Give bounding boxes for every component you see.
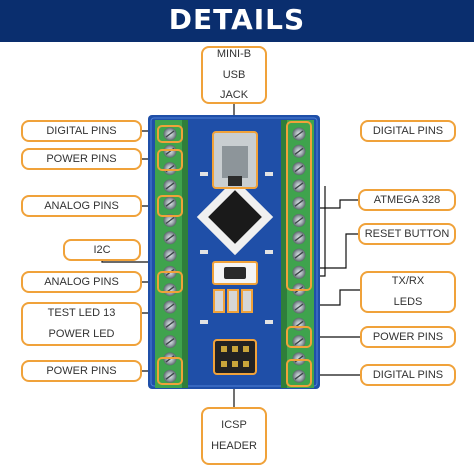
- left-terminal-block: [155, 120, 188, 388]
- right-terminal-block: [281, 120, 314, 388]
- label-digital-pins-left: DIGITAL PINS: [21, 120, 142, 142]
- usb-jack: [212, 131, 258, 189]
- label-reset-button: RESET BUTTON: [358, 223, 456, 245]
- icsp-header: [213, 339, 257, 375]
- reset-button: [212, 261, 258, 285]
- label-analog-pins-left-bottom: ANALOG PINS: [21, 271, 142, 293]
- label-power-pins-left-top: POWER PINS: [21, 148, 142, 170]
- atmega-chip: [196, 178, 274, 256]
- label-i2c: I2C: [63, 239, 141, 261]
- label-power-pins-left-bottom: POWER PINS: [21, 360, 142, 382]
- label-power-pins-right: POWER PINS: [360, 326, 456, 348]
- led-bank: [213, 289, 253, 313]
- label-digital-pins-right-top: DIGITAL PINS: [360, 120, 456, 142]
- label-analog-pins-left-top: ANALOG PINS: [21, 195, 142, 217]
- label-atmega: ATMEGA 328: [358, 189, 456, 211]
- page-title: DETAILS: [168, 3, 306, 36]
- label-digital-pins-right-bottom: DIGITAL PINS: [360, 364, 456, 386]
- header-banner: [0, 0, 474, 42]
